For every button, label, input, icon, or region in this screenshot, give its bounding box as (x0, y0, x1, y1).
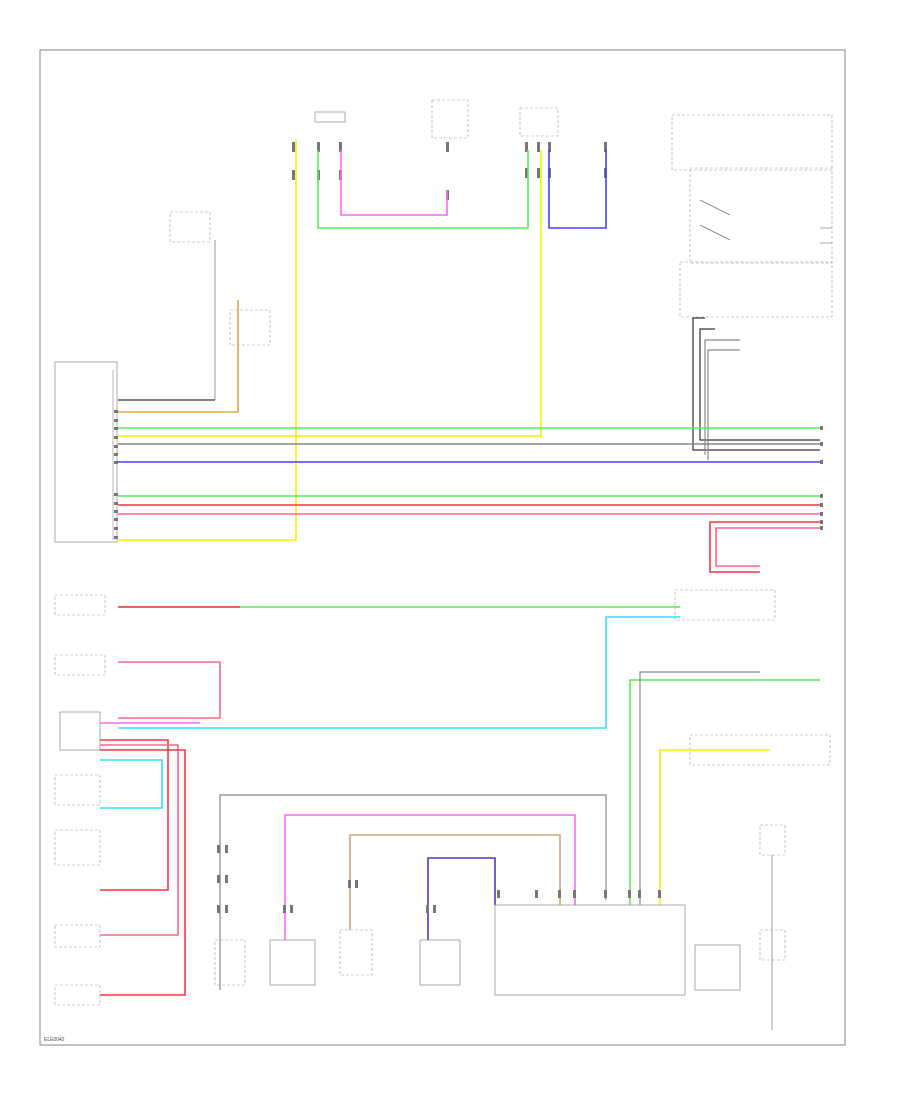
red-wire-left-b (100, 744, 179, 936)
right-relay-boxes (671, 114, 833, 766)
purple-wire-top (548, 150, 607, 229)
green-wire-top (317, 150, 529, 229)
cyan-wire-left (100, 759, 163, 809)
left-mid-connectors (54, 594, 106, 1006)
pink-wire-right-loop (715, 527, 820, 567)
pink-wire-top (340, 150, 448, 216)
pink-wire-left-loop (118, 661, 221, 719)
orange-wire-left (118, 300, 239, 413)
bottom-pins (217, 845, 661, 913)
horizontal-bus (118, 427, 820, 515)
main-ecu-connector (54, 361, 118, 543)
black-wires-right (692, 317, 820, 460)
red-wire-left-c (100, 749, 186, 996)
figure-id: ELE0042 (44, 1037, 65, 1043)
left-switch-box (169, 211, 211, 243)
left-sensor-box (229, 309, 271, 346)
cyan-wire-mid (118, 616, 680, 729)
top-connectors (292, 99, 607, 200)
diagram-frame (39, 49, 846, 1046)
red-wire-right-loop (709, 521, 820, 573)
yellow-wire-main (118, 140, 297, 541)
red-wire-left-a (100, 739, 169, 891)
yellow-wire-upper (118, 150, 542, 437)
bottom-harness (219, 671, 820, 990)
bottom-connectors (214, 824, 786, 1030)
right-pin-ends (820, 426, 823, 530)
